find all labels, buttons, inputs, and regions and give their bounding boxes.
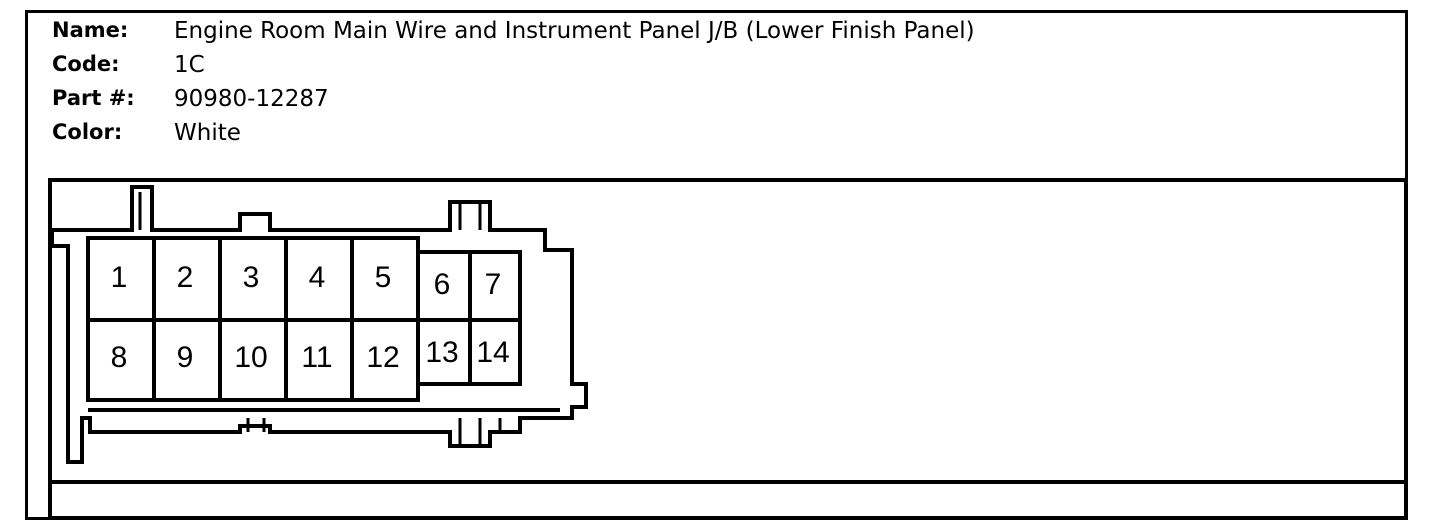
connector-diagram-area: [48, 178, 1408, 520]
color-label: Color:: [52, 120, 123, 144]
part-label: Part #:: [52, 86, 135, 110]
pin-number-3: 3: [243, 261, 260, 294]
diagram-bottom-divider: [50, 480, 1406, 484]
pin-number-2: 2: [177, 261, 194, 294]
pin-number-1: 1: [111, 261, 128, 294]
pin-number-13: 13: [425, 336, 458, 369]
pin-number-11: 11: [301, 341, 332, 374]
pin-number-5: 5: [375, 261, 392, 294]
code-value: 1C: [174, 52, 205, 78]
pin-number-8: 8: [111, 341, 128, 374]
pin-number-7: 7: [485, 268, 502, 301]
code-label: Code:: [52, 52, 120, 76]
pin-number-12: 12: [366, 341, 399, 374]
color-value: White: [174, 120, 241, 146]
name-value: Engine Room Main Wire and Instrument Pan…: [174, 18, 975, 44]
pin-number-4: 4: [309, 261, 326, 294]
pin-number-9: 9: [177, 341, 194, 374]
name-label: Name:: [52, 18, 129, 42]
pin-number-10: 10: [234, 341, 267, 374]
pin-cavity-grid: [86, 236, 522, 402]
connector-housing-outline: [50, 185, 588, 464]
pin-number-14: 14: [476, 336, 509, 369]
part-value: 90980-12287: [174, 86, 329, 112]
pin-cavity-14: [468, 318, 522, 386]
pin-number-6: 6: [434, 268, 451, 301]
